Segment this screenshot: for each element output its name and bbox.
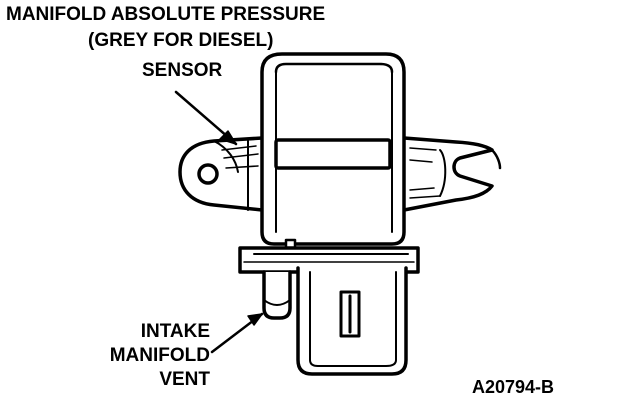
- right-ear-slot-edge: [490, 148, 502, 170]
- intake-label-line-2: MANIFOLD: [109, 345, 210, 366]
- sensor-leader-arrow: [174, 90, 238, 146]
- intake-label-line-3: VENT: [159, 369, 210, 390]
- figure-id: A20794-B: [472, 377, 555, 397]
- diagram-title: MANIFOLD ABSOLUTE PRESSURE: [6, 4, 326, 25]
- left-mounting-ear: [178, 136, 264, 212]
- diagram-subtitle: (GREY FOR DIESEL): [88, 30, 274, 51]
- intake-vent-tube: [262, 270, 292, 320]
- intake-manifold-vent-label: INTAKE MANIFOLD VENT: [92, 320, 210, 392]
- label-window: [274, 138, 392, 170]
- base-flange: [238, 246, 420, 274]
- sensor-label: SENSOR: [142, 60, 223, 81]
- intake-leader-arrow: [210, 312, 264, 354]
- right-mounting-ear: [402, 136, 494, 212]
- connector-latch: [339, 290, 361, 338]
- left-bolt-hole: [197, 163, 219, 185]
- intake-label-line-1: INTAKE: [140, 321, 210, 342]
